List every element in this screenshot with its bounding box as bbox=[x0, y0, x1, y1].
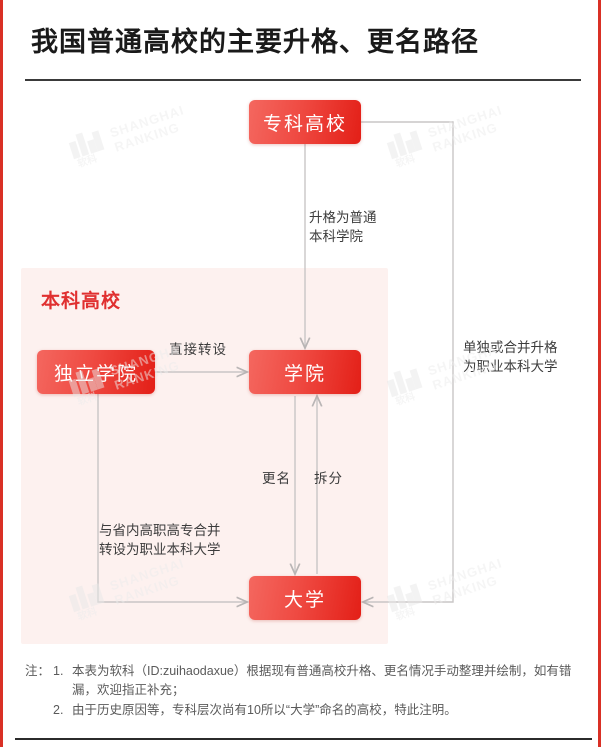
watermark-cn: 软科 bbox=[76, 153, 99, 171]
flow-diagram: 本科高校 专科高校 独立学院 学院 大学 升格为普通 本科学院 直接转设 单独或… bbox=[3, 86, 598, 660]
edge-label-direct-conversion: 直接转设 bbox=[169, 342, 227, 357]
watermark-cn: 软科 bbox=[394, 391, 417, 409]
node-independent-college[interactable]: 独立学院 bbox=[37, 350, 155, 394]
footnotes-label: 注： bbox=[25, 664, 51, 678]
edge-label-upgrade-to-undergraduate: 升格为普通 本科学院 bbox=[309, 210, 377, 244]
title-divider bbox=[25, 79, 581, 81]
shanghairanking-logo-icon: 软科 bbox=[383, 365, 426, 408]
node-college[interactable]: 学院 bbox=[249, 350, 361, 394]
watermark-cn: 软科 bbox=[394, 153, 417, 171]
node-junior-college[interactable]: 专科高校 bbox=[249, 100, 361, 144]
footnote-number: 1. bbox=[53, 664, 64, 678]
list-item: 2. 由于历史原因等，专科层次尚有10所以“大学”命名的高校，特此注明。 bbox=[53, 701, 583, 720]
watermark-cn: 软科 bbox=[394, 606, 417, 624]
edge-label-upgrade-to-vocational-university: 单独或合并升格 为职业本科大学 bbox=[463, 340, 558, 374]
bottom-divider bbox=[15, 738, 592, 740]
shanghairanking-logo-icon: 软科 bbox=[65, 127, 108, 170]
footnote-number: 2. bbox=[53, 703, 64, 717]
page-title: 我国普通高校的主要升格、更名路径 bbox=[31, 27, 479, 57]
edge-label-merge-with-vocational: 与省内高职高专合并 转设为职业本科大学 bbox=[99, 523, 221, 557]
list-item: 1. 本表为软科（ID:zuihaodaxue）根据现有普通高校升格、更名情况手… bbox=[53, 662, 583, 700]
panel-title: 本科高校 bbox=[41, 291, 122, 312]
shanghairanking-logo-icon: 软科 bbox=[383, 580, 426, 623]
footnote-text: 本表为软科（ID:zuihaodaxue）根据现有普通高校升格、更名情况手动整理… bbox=[72, 664, 572, 697]
footnote-list: 1. 本表为软科（ID:zuihaodaxue）根据现有普通高校升格、更名情况手… bbox=[53, 662, 583, 721]
shanghairanking-logo-icon: 软科 bbox=[383, 127, 426, 170]
node-university[interactable]: 大学 bbox=[249, 576, 361, 620]
header: 我国普通高校的主要升格、更名路径 bbox=[3, 0, 598, 86]
edge-label-split: 拆分 bbox=[314, 471, 343, 486]
footnote-text: 由于历史原因等，专科层次尚有10所以“大学”命名的高校，特此注明。 bbox=[72, 703, 457, 717]
edge-label-rename: 更名 bbox=[262, 471, 291, 486]
